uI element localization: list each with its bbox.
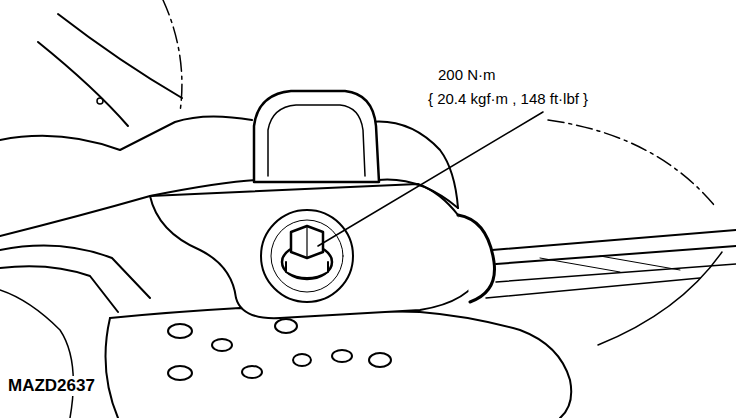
torque-value: 200 N·m xyxy=(436,66,498,83)
washer-inner xyxy=(271,220,343,292)
bushing-inner xyxy=(268,105,365,176)
plate-hole xyxy=(242,366,262,378)
plate-hole xyxy=(332,350,352,362)
plate-hole xyxy=(212,339,232,351)
frame-detail xyxy=(540,256,680,272)
frame-rail xyxy=(492,230,736,250)
leader-line xyxy=(318,112,543,246)
plate-hole xyxy=(275,319,297,333)
frame-rail xyxy=(496,246,736,264)
washer xyxy=(261,210,353,302)
frame-rail xyxy=(496,264,736,282)
plate-hole xyxy=(369,353,391,367)
plate-hole xyxy=(168,366,192,380)
phantom-line xyxy=(548,120,714,205)
bracket xyxy=(150,184,482,318)
bolt-head xyxy=(291,226,323,258)
arm-edge xyxy=(370,122,458,208)
bolt-head-edge xyxy=(306,226,307,258)
arm-edge xyxy=(0,116,252,150)
plate-hole xyxy=(293,354,311,366)
torque-conversion: { 20.4 kgf·m , 148 ft·lbf } xyxy=(426,90,590,107)
lower-plate xyxy=(110,308,571,418)
lower-plate xyxy=(106,318,119,418)
body-edge xyxy=(0,290,73,418)
body-edge xyxy=(58,14,182,98)
arm-edge xyxy=(0,180,256,236)
frame-rail xyxy=(486,278,700,298)
plate-hole xyxy=(168,324,192,338)
body-edge xyxy=(38,42,128,126)
body-edge xyxy=(0,266,118,312)
bracket-lip xyxy=(458,215,495,302)
bolt-shaft xyxy=(286,262,328,278)
bushing xyxy=(254,91,379,182)
figure-code: MAZD2637 xyxy=(6,376,97,396)
small-hole xyxy=(97,98,103,104)
phantom-line xyxy=(163,0,182,112)
